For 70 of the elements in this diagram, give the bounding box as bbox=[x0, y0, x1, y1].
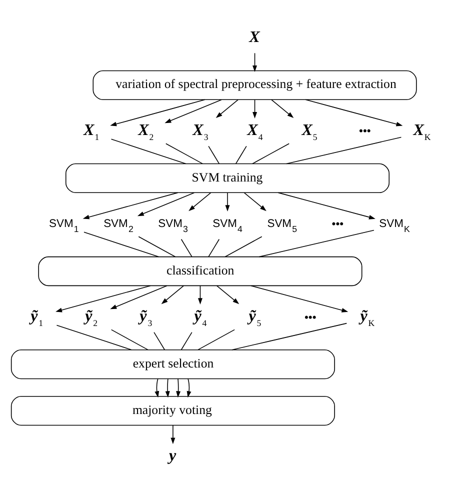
node-text: ỹ$_{1}$ bbox=[30, 307, 44, 328]
arrow bbox=[164, 98, 222, 123]
arrow bbox=[82, 192, 178, 219]
arrow bbox=[305, 98, 403, 126]
connector bbox=[180, 238, 192, 257]
label: ••• bbox=[304, 311, 316, 324]
arrow bbox=[165, 378, 170, 398]
connector bbox=[252, 142, 290, 164]
arrow bbox=[188, 192, 212, 211]
connector bbox=[180, 331, 192, 350]
connector bbox=[224, 236, 262, 257]
node-box: SVM training bbox=[65, 162, 390, 193]
arrow bbox=[186, 378, 192, 398]
arrow bbox=[137, 192, 195, 216]
label: ••• bbox=[332, 218, 344, 230]
node-text: ỹ$_{K}$ bbox=[360, 307, 375, 328]
connector bbox=[56, 324, 132, 350]
node-text: X bbox=[249, 28, 260, 46]
node-text: SVM$_{3}$ bbox=[158, 217, 188, 234]
arrow bbox=[271, 98, 294, 118]
node-text: y bbox=[168, 447, 176, 464]
arrow bbox=[56, 284, 151, 312]
arrow bbox=[154, 378, 160, 398]
arrow bbox=[216, 98, 239, 118]
node-text: SVM$_{1}$ bbox=[49, 217, 79, 234]
node-box: variation of spectral preprocessing + feature extraction bbox=[92, 70, 417, 100]
arrow bbox=[198, 284, 202, 304]
node-text: X$_{2}$ bbox=[138, 121, 154, 142]
arrow bbox=[252, 52, 258, 72]
node-box: majority voting bbox=[10, 396, 335, 426]
node-text: SVM$_{K}$ bbox=[379, 217, 410, 234]
node-text: ỹ$_{3}$ bbox=[140, 307, 152, 328]
node-text: X$_{5}$ bbox=[302, 121, 318, 142]
node-box: classification bbox=[38, 256, 362, 286]
node-text: X$_{3}$ bbox=[192, 121, 208, 142]
connector bbox=[154, 331, 166, 350]
connector bbox=[208, 145, 220, 164]
arrow bbox=[252, 98, 258, 118]
connector bbox=[110, 138, 186, 164]
arrow bbox=[176, 378, 181, 398]
node-text: SVM$_{5}$ bbox=[267, 217, 297, 234]
arrow bbox=[170, 424, 176, 444]
node-text: ỹ$_{2}$ bbox=[85, 307, 98, 328]
node-text: X$_{1}$ bbox=[84, 121, 100, 142]
connector bbox=[286, 136, 402, 164]
node-text: X$_{4}$ bbox=[247, 121, 263, 142]
arrow bbox=[110, 98, 206, 126]
connector bbox=[232, 322, 348, 350]
connector bbox=[138, 236, 176, 257]
arrow bbox=[225, 192, 230, 212]
connector bbox=[258, 229, 374, 257]
node-text: ỹ$_{4}$ bbox=[194, 307, 207, 328]
node-text: SVM$_{4}$ bbox=[212, 217, 242, 234]
arrow bbox=[110, 284, 168, 309]
connector bbox=[208, 238, 220, 257]
connector bbox=[198, 328, 235, 350]
node-text: SVM$_{2}$ bbox=[104, 217, 134, 234]
connector bbox=[110, 328, 148, 350]
arrow bbox=[216, 284, 240, 304]
connector bbox=[235, 145, 247, 164]
node-text: ỹ$_{5}$ bbox=[248, 307, 262, 328]
connector bbox=[84, 231, 159, 257]
connector bbox=[166, 142, 203, 164]
arrow bbox=[161, 284, 184, 304]
arrow bbox=[250, 284, 348, 312]
node-box: expert selection bbox=[10, 348, 335, 379]
arrow bbox=[244, 192, 266, 211]
node-text: X$_{K}$ bbox=[413, 121, 431, 142]
arrow bbox=[278, 192, 376, 219]
label: ••• bbox=[359, 125, 371, 138]
